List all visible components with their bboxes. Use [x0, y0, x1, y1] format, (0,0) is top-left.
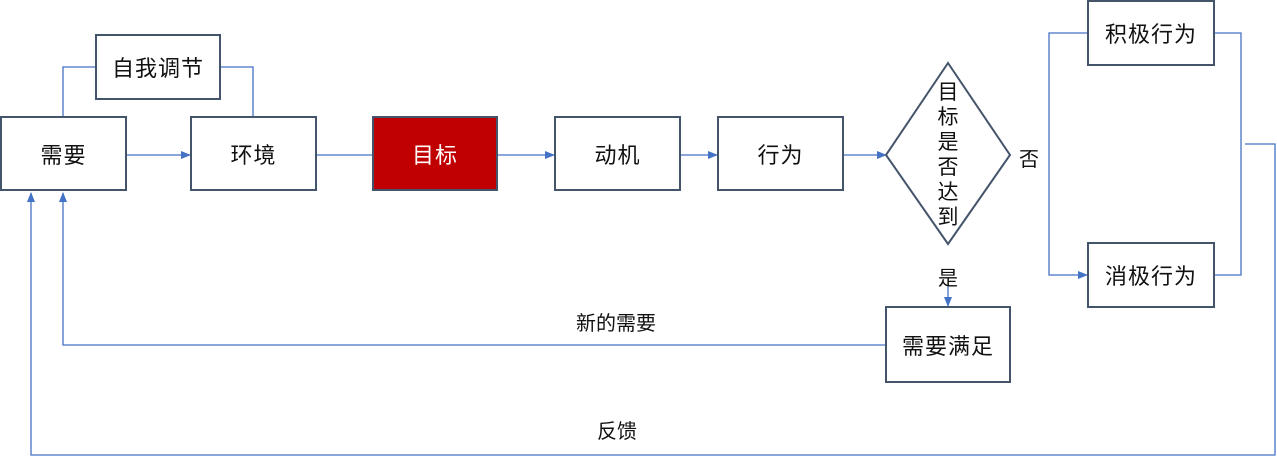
- node-environment: 环境: [190, 116, 317, 191]
- edge-self-regulation-loop: [62, 66, 96, 117]
- node-goal: 目标: [372, 116, 498, 191]
- edge-new-need-loop: [59, 192, 886, 346]
- label-no: 否: [1019, 147, 1039, 171]
- edge-feedback-loop: [27, 143, 1276, 456]
- edge-from-positive-negative: [1214, 32, 1242, 276]
- label-feedback: 反馈: [597, 419, 637, 443]
- decision-label: 目标是否达到: [937, 80, 959, 229]
- label-yes: 是: [938, 266, 958, 290]
- node-positive-behavior: 积极行为: [1087, 0, 1215, 66]
- decision-diamond: [884, 61, 1012, 246]
- node-need-satisfied: 需要满足: [885, 306, 1011, 383]
- node-motive: 动机: [554, 116, 681, 191]
- node-negative-behavior: 消极行为: [1087, 242, 1215, 308]
- edge-to-positive: [1048, 32, 1088, 279]
- edge-self-regulation-loop-right: [220, 66, 254, 117]
- label-new-need: 新的需要: [576, 311, 656, 335]
- node-need: 需要: [0, 116, 127, 191]
- node-behavior: 行为: [717, 116, 844, 191]
- node-self-regulation: 自我调节: [95, 34, 221, 100]
